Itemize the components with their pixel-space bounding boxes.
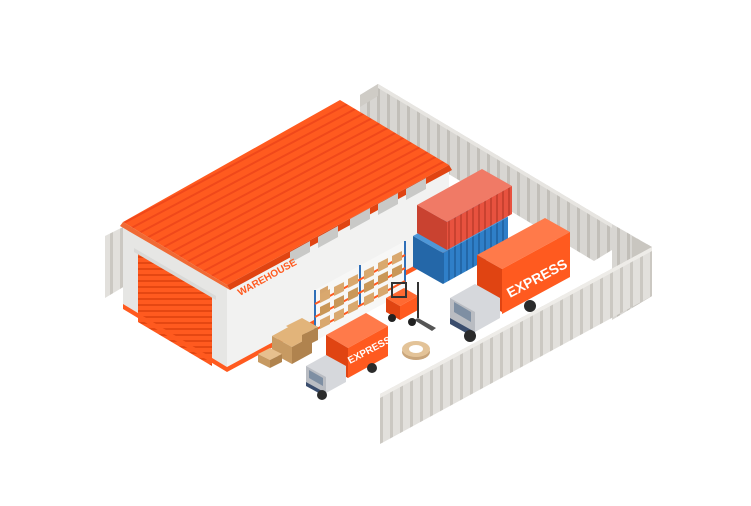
large-express-truck: EXPRESS: [450, 218, 570, 342]
tape-roll: [402, 341, 430, 360]
warehouse-building: WAREHOUSE: [120, 100, 452, 372]
front-fence: [380, 247, 652, 444]
window: [318, 226, 338, 248]
box-stack: [258, 318, 318, 368]
rack-boxes: [320, 251, 402, 329]
rolling-door: [138, 252, 212, 366]
window: [350, 208, 370, 230]
red-container: [417, 169, 512, 250]
small-express-truck: EXPRESS: [306, 313, 393, 400]
forklift: [386, 282, 436, 331]
window: [406, 178, 426, 200]
left-fence: [105, 226, 125, 298]
window: [290, 241, 310, 263]
storage-rack: [314, 241, 406, 341]
window: [378, 193, 398, 215]
